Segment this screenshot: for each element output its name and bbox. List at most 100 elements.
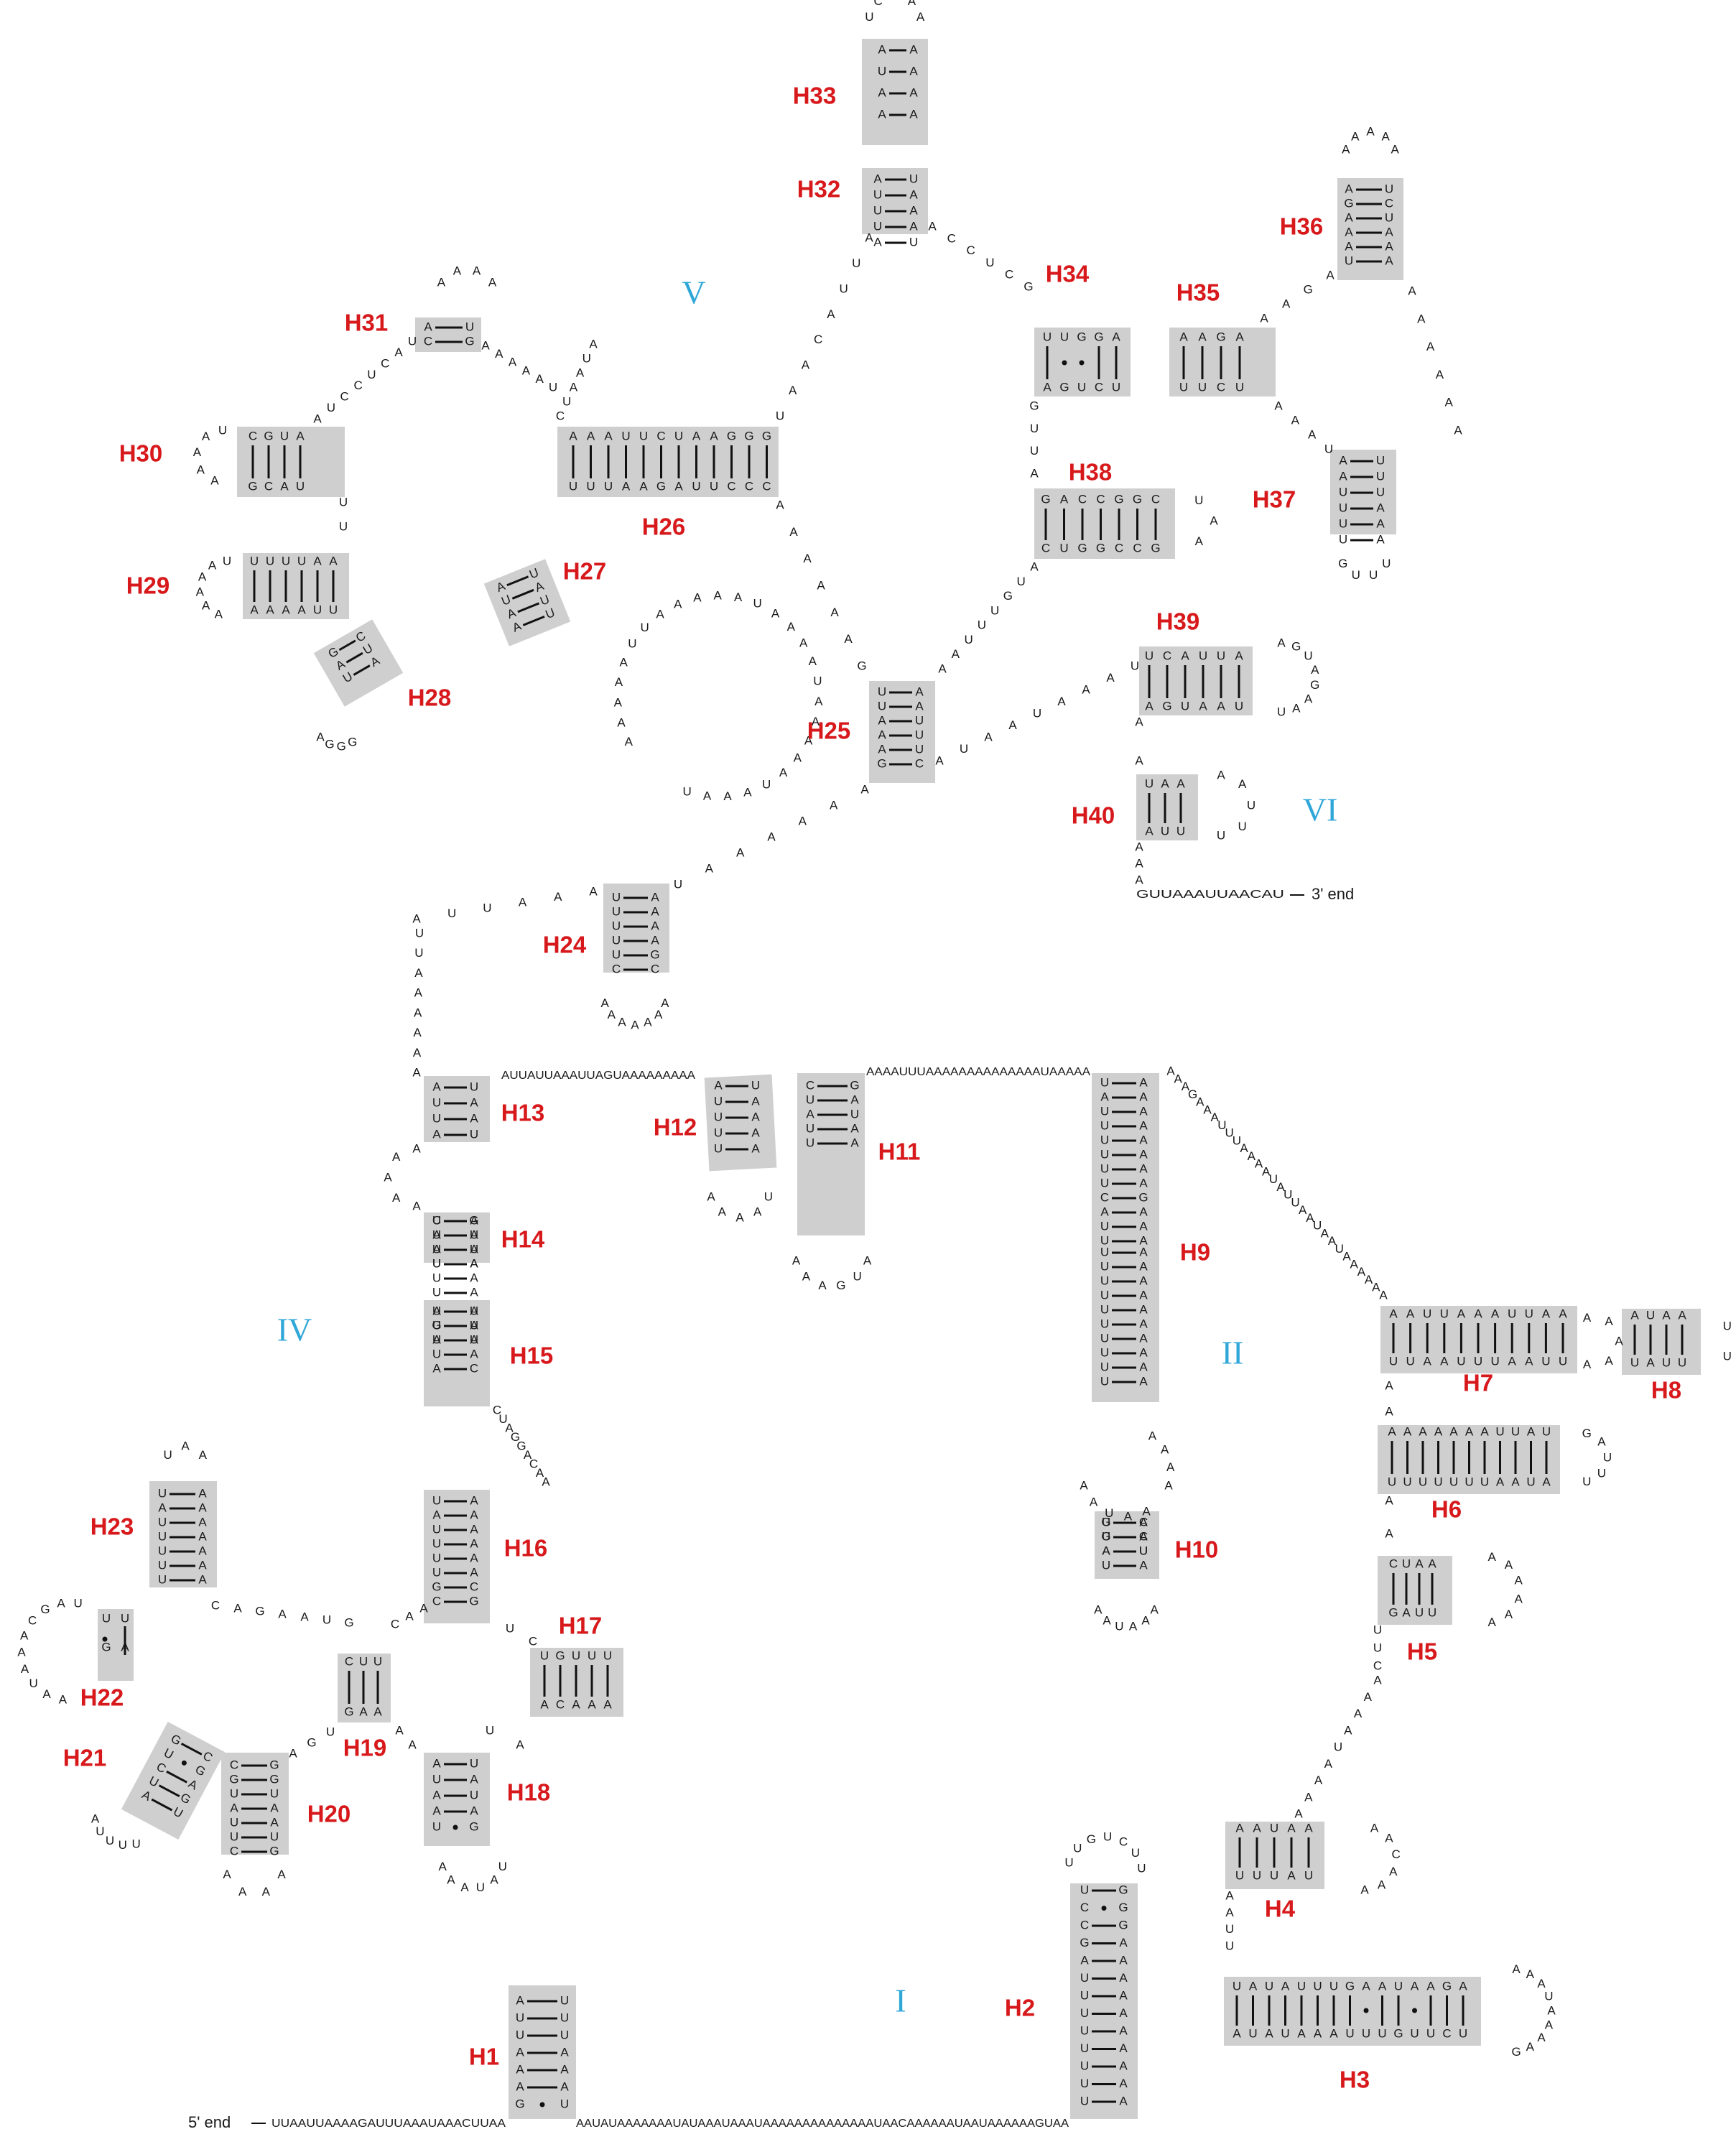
nucleotide: U (1388, 1475, 1396, 1488)
nucleotide: A (751, 1110, 760, 1123)
nucleotide: U (572, 1648, 580, 1662)
nucleotide: U (470, 1080, 478, 1093)
nucleotide: A (470, 1493, 478, 1507)
nucleotide: U (432, 1111, 441, 1125)
nucleotide: A (198, 1558, 207, 1572)
strand-h19-h18: AA (395, 1723, 417, 1751)
strand-nucleotide: U (1335, 1242, 1344, 1256)
nucleotide: G (1080, 1936, 1089, 1949)
nucleotide: U (1376, 453, 1385, 467)
strand-nucleotide: A (1385, 1526, 1393, 1540)
nucleotide: U (612, 919, 621, 932)
nucleotide: A (1525, 1354, 1533, 1368)
loop-nucleotide: G (1582, 1427, 1592, 1440)
nucleotide: U (714, 1094, 723, 1108)
nucleotide: U (470, 1127, 478, 1141)
strand-nucleotide: A (413, 1026, 422, 1039)
nucleotide: C (651, 962, 659, 975)
helix-label-h29: H29 (126, 572, 170, 599)
nucleotide: U (1145, 776, 1154, 790)
strand-nucleotide: A (1196, 1095, 1204, 1108)
nucleotide: U (1100, 1245, 1109, 1258)
strand-nucleotide: A (1328, 1234, 1337, 1248)
nucleotide: U (1248, 2026, 1257, 2040)
nucleotide: A (470, 1551, 478, 1564)
nucleotide: A (432, 1127, 441, 1141)
strand-nucleotide: U (1033, 706, 1041, 720)
strand-nucleotide: A (984, 730, 993, 743)
nucleotide: A (1527, 1424, 1536, 1438)
nucleotide: A (1102, 1544, 1110, 1557)
loop-nucleotide: A (1597, 1434, 1606, 1448)
nucleotide: A (470, 1271, 478, 1284)
nucleotide: U (1100, 1374, 1109, 1388)
strand-nucleotide: A (1135, 840, 1143, 853)
helix-label-h17: H17 (559, 1613, 603, 1639)
nucleotide: U (878, 699, 886, 713)
nucleotide: C (432, 1213, 441, 1227)
strand-nucleotide: U (990, 603, 999, 617)
strand-nucleotide: C (814, 333, 822, 346)
strand-nucleotide: U (1030, 444, 1039, 458)
strand-nucleotide: U (1030, 422, 1039, 435)
nucleotide: A (873, 235, 882, 249)
nucleotide: U (158, 1486, 167, 1500)
nucleotide: U (282, 554, 290, 567)
h39-box (1139, 646, 1253, 715)
nucleotide: G (1216, 330, 1225, 343)
nucleotide: U (915, 728, 924, 741)
h36-box (1337, 178, 1403, 280)
strand-h35-h36: AAGA (1260, 268, 1335, 325)
gu-pair-dot (539, 2102, 545, 2107)
nucleotide: U (1100, 1075, 1109, 1089)
loop-nucleotide: A (1080, 1479, 1088, 1493)
strand-nucleotide: A (289, 1746, 297, 1760)
strand-nucleotide: A (419, 1601, 428, 1615)
loop-nucleotide: A (196, 585, 205, 598)
nucleotide: U (1181, 699, 1189, 713)
nucleotide: C (1100, 1190, 1109, 1204)
nucleotide: C (424, 334, 432, 348)
loop-nucleotide: A (215, 608, 223, 621)
helix-label-h31: H31 (345, 310, 389, 336)
loop-nucleotide: A (1217, 768, 1225, 782)
strand-nucleotide: A (1260, 311, 1268, 325)
loop-nucleotide: G (836, 1279, 845, 1292)
nucleotide: C (230, 1758, 238, 1771)
loop-nucleotide: A (661, 996, 669, 1010)
nucleotide: A (1339, 469, 1347, 483)
nucleotide: A (909, 42, 918, 56)
nucleotide: U (1304, 1868, 1313, 1882)
nucleotide: U (1662, 1355, 1671, 1369)
loop-h24: AAAAAAA (601, 996, 670, 1031)
nucleotide: U (516, 2011, 524, 2024)
nucleotide: G (1101, 1529, 1110, 1543)
nucleotide: G (555, 1648, 565, 1662)
helix-label-h15: H15 (510, 1343, 554, 1369)
nucleotide: A (1102, 1544, 1110, 1557)
nucleotide: G (1059, 380, 1069, 394)
nucleotide: A (587, 429, 595, 442)
h9-box (1092, 1073, 1159, 1402)
helix-label-h16: H16 (504, 1535, 548, 1562)
helix-label-h37: H37 (1253, 486, 1296, 513)
nucleotide: U (878, 685, 886, 698)
loop-nucleotide: A (1547, 2003, 1556, 2017)
nucleotide: U (1102, 1558, 1110, 1572)
nucleotide: U (1345, 2026, 1354, 2040)
nucleotide: U (296, 479, 305, 493)
nucleotide: U (1313, 1979, 1322, 1993)
strand-nucleotide: G (255, 1604, 264, 1618)
nucleotide: A (1139, 1331, 1148, 1345)
h27-box (483, 559, 571, 646)
strand-nucleotide: C (493, 1403, 501, 1416)
helix-label-h34: H34 (1046, 261, 1090, 287)
nucleotide: A (516, 2045, 524, 2059)
nucleotide: U (158, 1558, 167, 1572)
